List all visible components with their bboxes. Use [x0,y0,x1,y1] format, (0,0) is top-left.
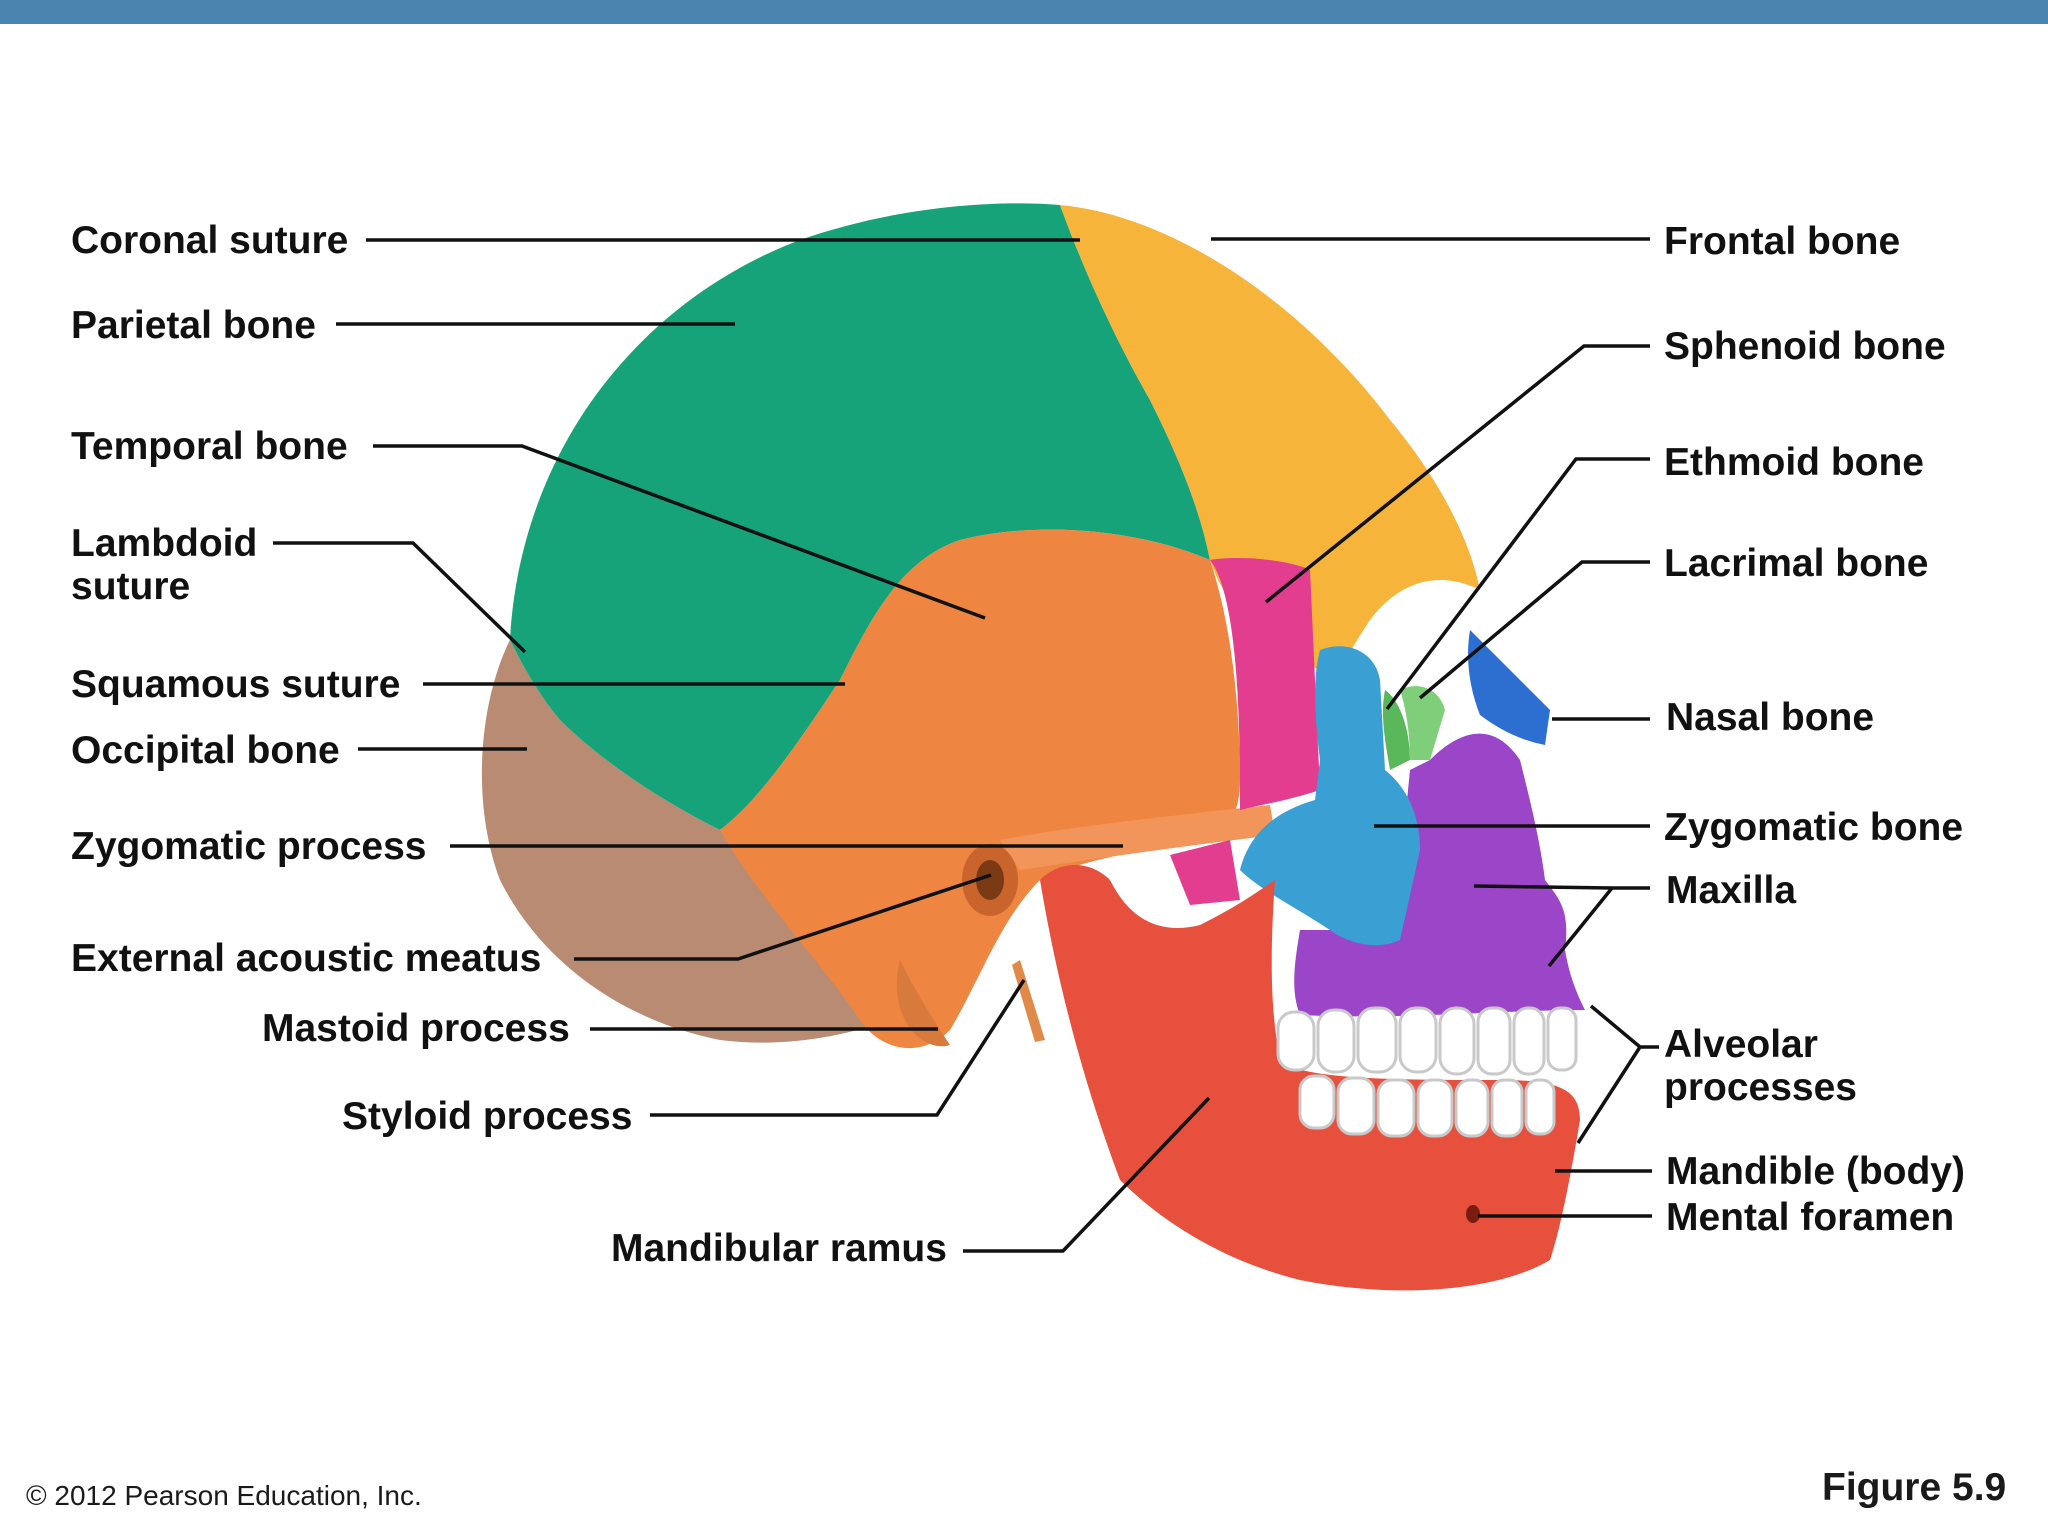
label-zygomatic-process: Zygomatic process [71,825,427,868]
label-mandible-body: Mandible (body) [1666,1150,1965,1193]
label-sphenoid-bone: Sphenoid bone [1664,325,1946,368]
label-mandibular-ramus: Mandibular ramus [611,1227,947,1270]
label-alveolar-processes: Alveolar processes [1664,1023,1857,1109]
label-zygomatic-bone: Zygomatic bone [1664,806,1964,849]
mastoid-process-shape [896,960,950,1047]
label-external-acoustic-meatus: External acoustic meatus [71,937,542,980]
label-ethmoid-bone: Ethmoid bone [1664,441,1924,484]
copyright-notice: © 2012 Pearson Education, Inc. [26,1480,422,1511]
label-mastoid-process: Mastoid process [262,1007,570,1050]
mental-foramen-shape [1466,1205,1480,1223]
styloid-process-shape [1012,960,1045,1042]
label-mental-foramen: Mental foramen [1666,1196,1955,1239]
leader-ethmoid-bone [1385,457,1650,711]
leader-lambdoid-suture [273,541,527,654]
leader-alveolar-processes [1589,1004,1659,1049]
teeth [1276,1006,1578,1138]
label-maxilla: Maxilla [1666,869,1797,912]
leader-lacrimal-bone [1418,560,1650,700]
figure-number: Figure 5.9 [1822,1466,2007,1509]
frontal-bone-shape [1060,205,1480,680]
leader-sphenoid-bone [1264,344,1650,604]
label-parietal-bone: Parietal bone [71,304,316,347]
leader-temporal-bone [373,444,986,620]
ethmoid-bone-shape [1382,690,1410,770]
maxilla-shape [1294,733,1585,1017]
label-frontal-bone: Frontal bone [1664,220,1901,263]
label-lacrimal-bone: Lacrimal bone [1664,542,1929,585]
label-lambdoid-suture: Lambdoid suture [71,522,258,608]
leader-lines [273,237,1659,1253]
temporal-bone-shape [720,529,1240,1049]
leader-mandibular-ramus [963,1096,1211,1253]
label-styloid-process: Styloid process [342,1095,633,1138]
lacrimal-bone-shape [1400,686,1445,760]
label-nasal-bone: Nasal bone [1666,696,1875,739]
leader-external-acoustic-meatus [574,873,992,961]
zygomatic-bone-shape [1240,646,1420,946]
label-temporal-bone: Temporal bone [71,425,348,468]
label-coronal-suture: Coronal suture [71,219,349,262]
parietal-bone-shape [510,203,1210,831]
sphenoid-bone-shape [1210,558,1320,810]
leader-styloid-process [650,979,1026,1117]
label-occipital-bone: Occipital bone [71,729,340,772]
top-bar [0,0,2048,24]
zygomatic-process-shape [1000,805,1275,870]
nasal-bone-shape [1468,630,1550,745]
label-squamous-suture: Squamous suture [71,663,401,706]
